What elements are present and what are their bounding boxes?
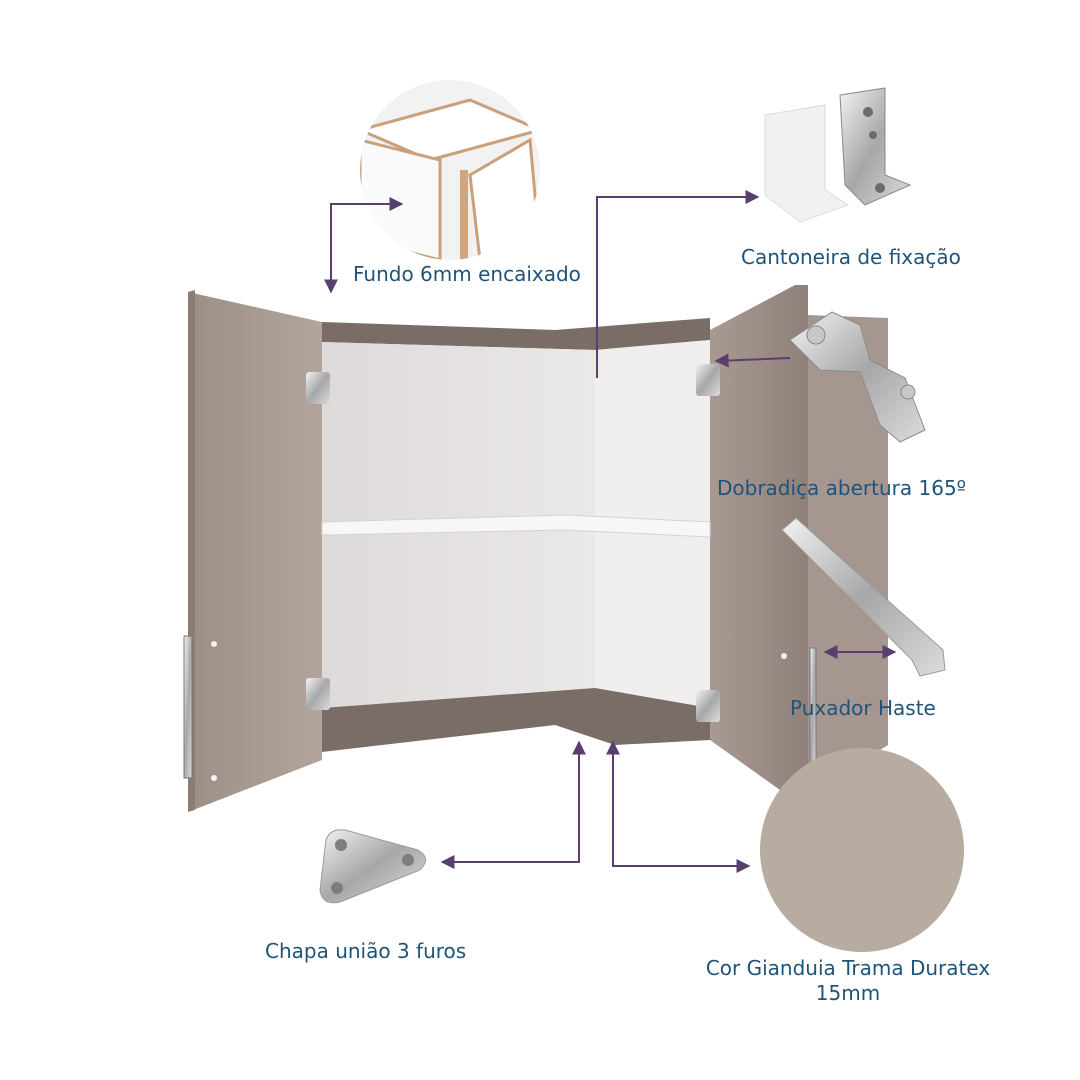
joining-plate-image: [319, 829, 426, 904]
callout-arrows: [324, 190, 897, 873]
corner-cabinet: [183, 285, 888, 812]
color-label: Cor Gianduia Trama Duratex 15mm: [690, 956, 1006, 1006]
corner-bracket-label: Cantoneira de fixação: [741, 245, 961, 269]
color-label-line2: 15mm: [815, 981, 881, 1005]
handle-label: Puxador Haste: [790, 696, 936, 720]
hinge-label: Dobradiça abertura 165º: [717, 476, 967, 500]
plate-label: Chapa união 3 furos: [265, 939, 467, 963]
back-panel-detail-image: [360, 80, 540, 260]
color-swatch: [760, 748, 964, 952]
corner-bracket-image: [764, 87, 912, 223]
color-label-line1: Cor Gianduia Trama Duratex: [705, 956, 991, 980]
back-panel-label: Fundo 6mm encaixado: [353, 262, 581, 286]
handle-bar-image: [781, 517, 946, 677]
hinge-image: [789, 311, 926, 443]
